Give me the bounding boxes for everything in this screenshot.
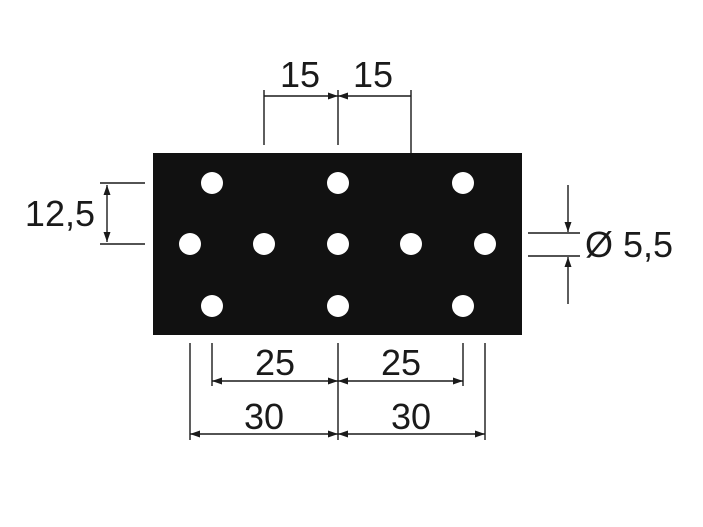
hole [452, 295, 474, 317]
bottom-dimensions: 25 25 30 30 [189, 342, 486, 440]
holes [179, 172, 496, 317]
hole [327, 172, 349, 194]
bottom-outer-right-label: 30 [391, 396, 431, 437]
hole [179, 233, 201, 255]
hole [474, 233, 496, 255]
hole [327, 295, 349, 317]
hole-diameter-label: Ø 5,5 [585, 224, 673, 265]
hole [327, 233, 349, 255]
bottom-outer-left-label: 30 [244, 396, 284, 437]
hole-diameter-dimension: Ø 5,5 [528, 185, 673, 304]
top-pitch-left-label: 15 [280, 54, 320, 95]
hole [253, 233, 275, 255]
hole [201, 295, 223, 317]
row-spacing-label: 12,5 [25, 193, 95, 234]
top-pitch-dimension: 15 15 [263, 54, 412, 153]
hole [452, 172, 474, 194]
bottom-inner-right-label: 25 [381, 342, 421, 383]
top-pitch-right-label: 15 [353, 54, 393, 95]
hole [201, 172, 223, 194]
hole [400, 233, 422, 255]
bottom-inner-left-label: 25 [255, 342, 295, 383]
row-spacing-dimension: 12,5 [25, 182, 145, 245]
